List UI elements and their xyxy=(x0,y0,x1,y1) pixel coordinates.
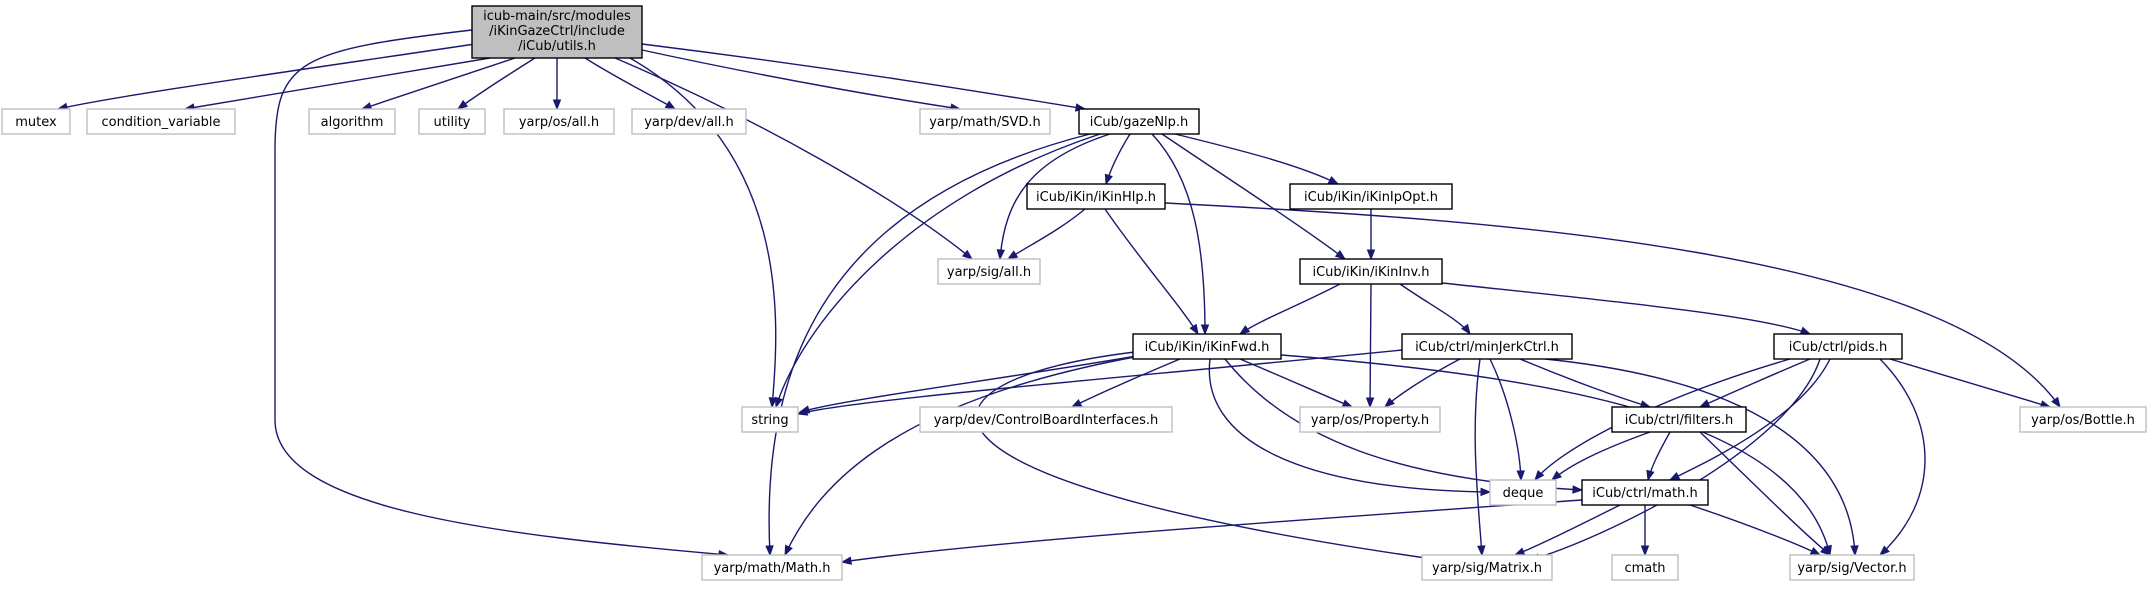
node-minjerkctrl[interactable]: iCub/ctrl/minJerkCtrl.h xyxy=(1401,333,1573,360)
edge-minjerk-to-matrix xyxy=(1474,358,1486,557)
node-yarp-os-bottle[interactable]: yarp/os/Bottle.h xyxy=(2019,406,2147,433)
node-yarp-dev-all[interactable]: yarp/dev/all.h xyxy=(631,108,747,135)
edge-ctrl-math-to-yarp-math-math xyxy=(840,499,1583,565)
node-label: iCub/gazeNlp.h xyxy=(1090,115,1189,130)
node-yarp-sig-all[interactable]: yarp/sig/all.h xyxy=(937,258,1041,285)
node-yarp-os-all[interactable]: yarp/os/all.h xyxy=(503,108,615,135)
node-label: yarp/math/Math.h xyxy=(714,561,831,576)
edge-ikininv-to-ikinfwd xyxy=(1238,283,1341,335)
edge-ikininv-to-minjerk xyxy=(1399,283,1471,336)
edge-gazenlp-to-ikinfwd xyxy=(1151,133,1210,336)
edge-filters-to-ctrl-math xyxy=(1646,431,1671,482)
node-yarp-sig-vector[interactable]: yarp/sig/Vector.h xyxy=(1789,554,1915,581)
edge-minjerk-to-vector xyxy=(1544,358,1859,557)
node-string[interactable]: string xyxy=(741,406,799,433)
edge-ikininv-to-pids xyxy=(1441,282,1812,335)
edge-ikinipopt-to-ikininv xyxy=(1366,209,1376,261)
edge-ikininv-to-property xyxy=(1365,283,1375,409)
node-label: yarp/os/all.h xyxy=(519,115,599,130)
node-label: yarp/math/SVD.h xyxy=(929,115,1041,130)
edge-minjerk-to-filters xyxy=(1519,358,1652,409)
edge-ikinfwd-to-deque xyxy=(1208,358,1492,497)
node-condition-variable[interactable]: condition_variable xyxy=(86,108,236,135)
node-label: yarp/sig/Vector.h xyxy=(1797,561,1906,576)
node-label: yarp/os/Bottle.h xyxy=(2031,413,2135,428)
node-label: deque xyxy=(1503,486,1544,501)
node-cmath[interactable]: cmath xyxy=(1611,554,1679,581)
edge-utils-to-yarp-os-all xyxy=(552,58,562,111)
node-gazenlp[interactable]: iCub/gazeNlp.h xyxy=(1078,108,1200,135)
node-ikinhlp[interactable]: iCub/iKin/iKinHlp.h xyxy=(1026,183,1166,210)
node-label: iCub/iKin/iKinFwd.h xyxy=(1145,340,1270,355)
edge-utils-to-utility xyxy=(456,57,536,110)
node-label: iCub/iKin/iKinHlp.h xyxy=(1036,190,1156,205)
edge-utils-to-algorithm xyxy=(360,57,516,111)
node-label: iCub/iKin/iKinInv.h xyxy=(1312,265,1429,280)
edge-gazenlp-to-yarp-math-math xyxy=(765,133,1091,557)
edge-utils-to-string xyxy=(629,57,778,409)
node-ikininv[interactable]: iCub/iKin/iKinInv.h xyxy=(1299,258,1443,285)
edge-gazenlp-to-ikinhlp xyxy=(1104,133,1131,186)
node-ctrl-math[interactable]: iCub/ctrl/math.h xyxy=(1581,479,1709,506)
node-label: iCub/ctrl/math.h xyxy=(1592,486,1697,501)
node-yarp-math-math[interactable]: yarp/math/Math.h xyxy=(701,554,843,581)
root-label-line-3: /iCub/utils.h xyxy=(518,39,596,54)
node-deque[interactable]: deque xyxy=(1489,479,1557,506)
edge-ikinhlp-to-yarp-sig-all xyxy=(1006,208,1086,260)
edge-filters-to-deque xyxy=(1550,431,1651,481)
edge-ikinfwd-to-yarp-math-math xyxy=(784,355,1141,557)
node-pids[interactable]: iCub/ctrl/pids.h xyxy=(1773,333,1903,360)
node-yarp-sig-matrix[interactable]: yarp/sig/Matrix.h xyxy=(1421,554,1553,581)
edge-utils-to-yarp-dev-all xyxy=(584,57,677,110)
edge-utils-to-mutex xyxy=(56,43,476,112)
node-algorithm[interactable]: algorithm xyxy=(308,108,396,135)
node-yarp-math-svd[interactable]: yarp/math/SVD.h xyxy=(919,108,1051,135)
edge-minjerk-to-property xyxy=(1383,358,1461,408)
edge-ikinhlp-to-bottle xyxy=(1164,202,2061,409)
edge-gazenlp-to-ikininv xyxy=(1161,133,1347,260)
node-label: string xyxy=(751,413,788,428)
node-label: yarp/sig/Matrix.h xyxy=(1432,561,1542,576)
node-label: iCub/ctrl/filters.h xyxy=(1625,413,1734,428)
node-controlboardinterfaces[interactable]: yarp/dev/ControlBoardInterfaces.h xyxy=(919,406,1173,433)
edge-filters-to-vector xyxy=(1699,431,1832,556)
node-label: cmath xyxy=(1624,561,1665,576)
edge-ikinfwd-to-cbi xyxy=(1070,358,1181,408)
node-label: condition_variable xyxy=(101,115,220,130)
node-label: yarp/dev/all.h xyxy=(644,115,734,130)
edge-utils-to-yarp-sig-all xyxy=(614,57,974,260)
node-label: yarp/dev/ControlBoardInterfaces.h xyxy=(934,413,1159,428)
node-mutex[interactable]: mutex xyxy=(1,108,71,135)
node-label: algorithm xyxy=(321,115,384,130)
node-label: mutex xyxy=(15,115,57,130)
edge-ctrl-math-to-vector xyxy=(1689,504,1822,556)
root-label-line-2: /iKinGazeCtrl/include xyxy=(489,24,625,39)
node-filters[interactable]: iCub/ctrl/filters.h xyxy=(1611,406,1747,433)
edge-minjerk-to-string xyxy=(796,349,1403,416)
node-label: iCub/ctrl/pids.h xyxy=(1789,340,1887,355)
edge-ikinhlp-to-ikinfwd xyxy=(1104,208,1199,336)
edge-pids-to-bottle xyxy=(1889,358,2052,409)
node-label: yarp/sig/all.h xyxy=(947,265,1031,280)
node-ikinfwd[interactable]: iCub/iKin/iKinFwd.h xyxy=(1132,333,1282,360)
root-label-line-1: icub-main/src/modules xyxy=(483,9,631,24)
node-label: iCub/ctrl/minJerkCtrl.h xyxy=(1415,340,1559,355)
edge-ctrl-math-to-cmath xyxy=(1640,505,1650,557)
edge-minjerk-to-deque xyxy=(1489,358,1525,482)
node-label: iCub/iKin/iKinIpOpt.h xyxy=(1304,190,1438,205)
edge-pids-to-vector xyxy=(1878,358,1926,556)
node-label: yarp/os/Property.h xyxy=(1311,413,1429,428)
node-label: utility xyxy=(434,115,471,130)
edges xyxy=(56,29,2061,565)
node-root-utils-h[interactable]: icub-main/src/modules /iKinGazeCtrl/incl… xyxy=(471,5,643,59)
node-utility[interactable]: utility xyxy=(418,108,486,135)
edge-gazenlp-to-string xyxy=(774,133,1101,409)
edge-ikinfwd-to-property xyxy=(1239,358,1354,408)
node-ikinipopt[interactable]: iCub/iKin/iKinIpOpt.h xyxy=(1289,183,1453,210)
edge-utils-to-condition-variable xyxy=(183,57,491,112)
edge-pids-to-matrix xyxy=(1528,358,1821,562)
node-yarp-os-property[interactable]: yarp/os/Property.h xyxy=(1299,406,1441,433)
